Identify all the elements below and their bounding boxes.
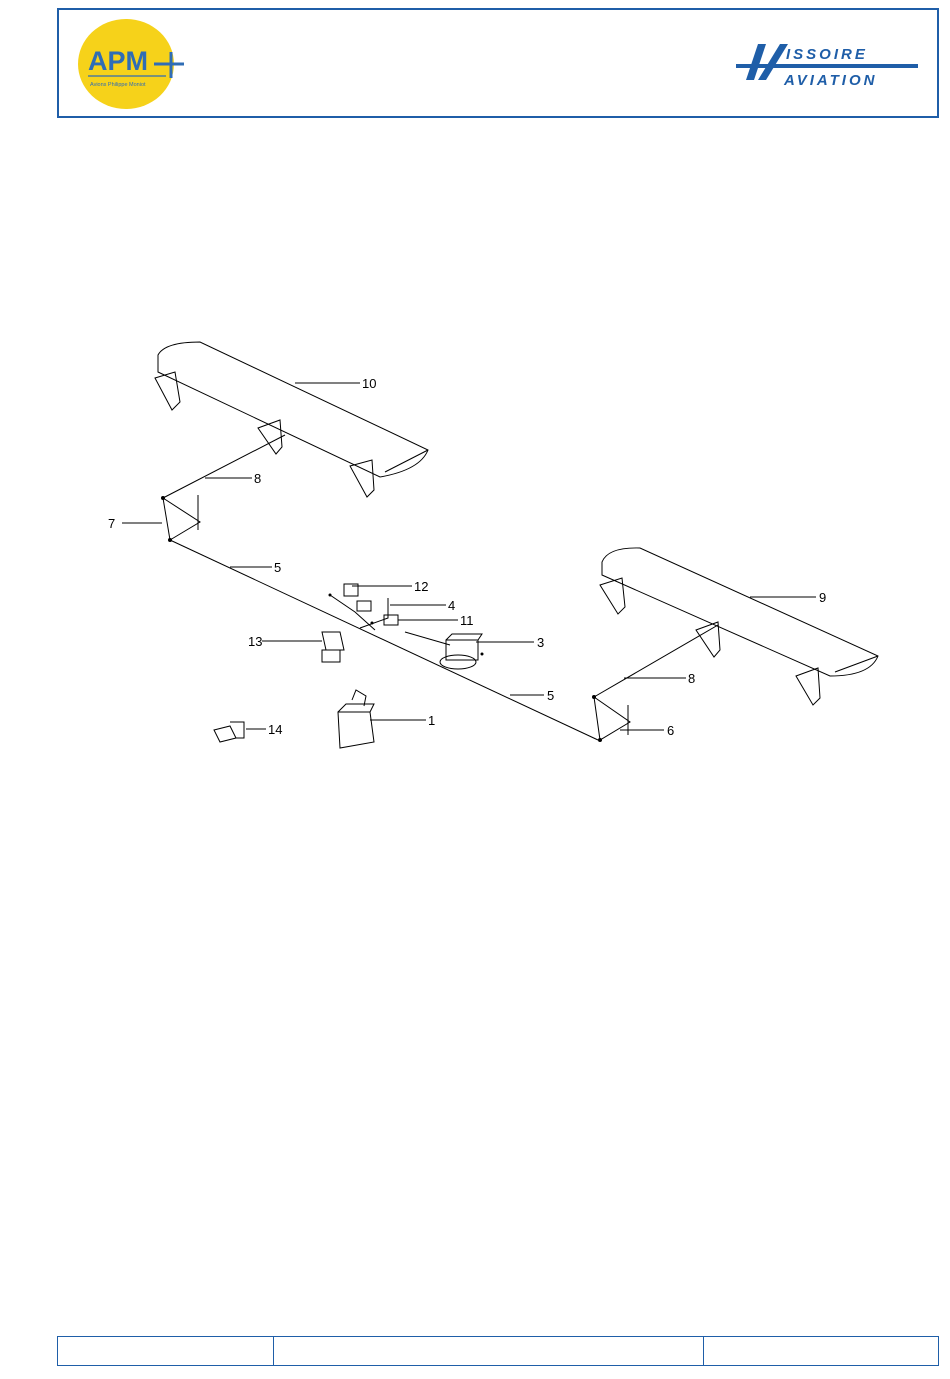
callout-5-right: 5 (547, 688, 554, 703)
joint-dot (329, 594, 332, 597)
joint-dot (598, 738, 602, 742)
servo-box-3 (446, 634, 482, 660)
callout-12: 12 (414, 579, 428, 594)
joint-dot (161, 496, 165, 500)
diagram-artwork (122, 342, 878, 748)
callout-11: 11 (460, 613, 474, 628)
callout-8-right: 8 (688, 671, 695, 686)
callout-13: 13 (248, 634, 262, 649)
joint-dot (168, 538, 172, 542)
right-cable-8 (594, 625, 718, 697)
footer-cell-left (58, 1337, 274, 1365)
right-bellcrank-6 (594, 697, 630, 740)
servo-base-3 (440, 655, 476, 669)
footer-table (57, 1336, 939, 1366)
callout-4: 4 (448, 598, 455, 613)
block-11 (384, 615, 398, 625)
footer-cell-middle (274, 1337, 704, 1365)
part-13 (322, 632, 344, 662)
left-wing-bracket-3 (350, 460, 374, 497)
callout-9: 9 (819, 590, 826, 605)
arm-3 (405, 632, 450, 645)
callout-8-left: 8 (254, 471, 261, 486)
main-cable-5 (170, 540, 598, 740)
right-wing-bracket-2 (696, 622, 720, 657)
diagram-dots (161, 496, 602, 742)
left-bellcrank-7 (163, 498, 200, 540)
callout-10: 10 (362, 376, 376, 391)
right-wing-trailing-edge (835, 656, 878, 672)
callout-7: 7 (108, 516, 115, 531)
leader-lines (122, 383, 816, 730)
callout-3: 3 (537, 635, 544, 650)
right-wing-bracket-3 (796, 668, 820, 705)
joint-dot (481, 653, 484, 656)
joint-dot (592, 695, 596, 699)
left-cable-8 (163, 435, 285, 498)
callout-14: 14 (268, 722, 282, 737)
left-wing-bracket-1 (155, 372, 180, 410)
callout-5-left: 5 (274, 560, 281, 575)
connector-14 (214, 722, 244, 742)
block-small (357, 601, 371, 611)
footer-cell-right (704, 1337, 938, 1365)
callout-6: 6 (667, 723, 674, 738)
callout-1: 1 (428, 713, 435, 728)
left-wing-trailing-edge (385, 450, 428, 472)
right-wing-panel (602, 548, 878, 676)
joint-dot (371, 622, 374, 625)
control-unit-1 (338, 704, 374, 748)
left-wing-panel (158, 342, 428, 477)
